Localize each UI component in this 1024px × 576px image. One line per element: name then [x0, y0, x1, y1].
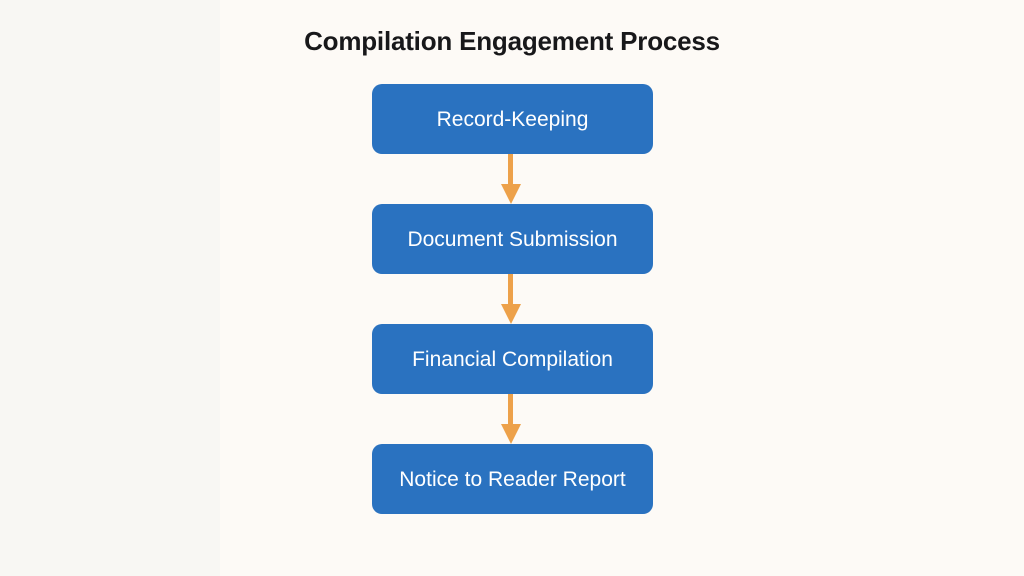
flow-node-notice-to-reader-report[interactable]: Notice to Reader Report — [372, 444, 653, 514]
flow-node-document-submission[interactable]: Document Submission — [372, 204, 653, 274]
arrow-shaft — [508, 274, 513, 306]
arrow-shaft — [508, 154, 513, 186]
arrow-shaft — [508, 394, 513, 426]
flow-node-label: Document Submission — [407, 227, 618, 251]
flow-node-label: Financial Compilation — [412, 347, 613, 371]
arrow-head — [501, 184, 521, 204]
arrow-head — [501, 304, 521, 324]
flow-node-label: Record-Keeping — [436, 107, 589, 131]
arrow-down-icon-2 — [501, 274, 521, 324]
flow-node-record-keeping[interactable]: Record-Keeping — [372, 84, 653, 154]
flow-node-financial-compilation[interactable]: Financial Compilation — [372, 324, 653, 394]
page-title: Compilation Engagement Process — [304, 26, 720, 56]
arrow-head — [501, 424, 521, 444]
arrow-down-icon-1 — [501, 154, 521, 204]
arrow-down-icon-3 — [501, 394, 521, 444]
flow-node-label: Notice to Reader Report — [399, 467, 626, 491]
